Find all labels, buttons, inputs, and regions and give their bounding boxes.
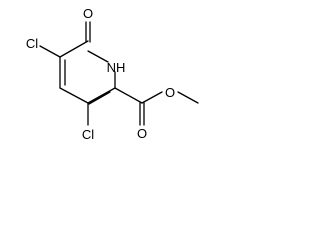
atom-cl-left: Cl xyxy=(26,36,38,51)
atom-nh: NH xyxy=(107,60,126,75)
bond-cester-oester xyxy=(141,91,163,104)
bond-c2-c3 xyxy=(87,87,116,104)
bond-c5-cl xyxy=(39,45,61,58)
bond-c2-cester xyxy=(114,87,143,104)
bond-c3-c4 xyxy=(59,87,89,104)
bond-c6-n1 xyxy=(87,50,109,63)
bond-c2-c3-inner xyxy=(88,91,111,105)
atom-oxygen-carbonyl: O xyxy=(137,126,147,141)
atom-oxygen-top: O xyxy=(83,6,93,21)
molecule-diagram: O NH Cl Cl O O xyxy=(26,6,199,142)
bond-c5-c6 xyxy=(59,40,89,58)
atom-cl-bottom: Cl xyxy=(82,127,94,142)
bond-oester-ch3 xyxy=(177,91,199,104)
atom-oxygen-ester: O xyxy=(165,85,175,100)
structure-drawing: O NH Cl Cl O O xyxy=(26,6,199,142)
